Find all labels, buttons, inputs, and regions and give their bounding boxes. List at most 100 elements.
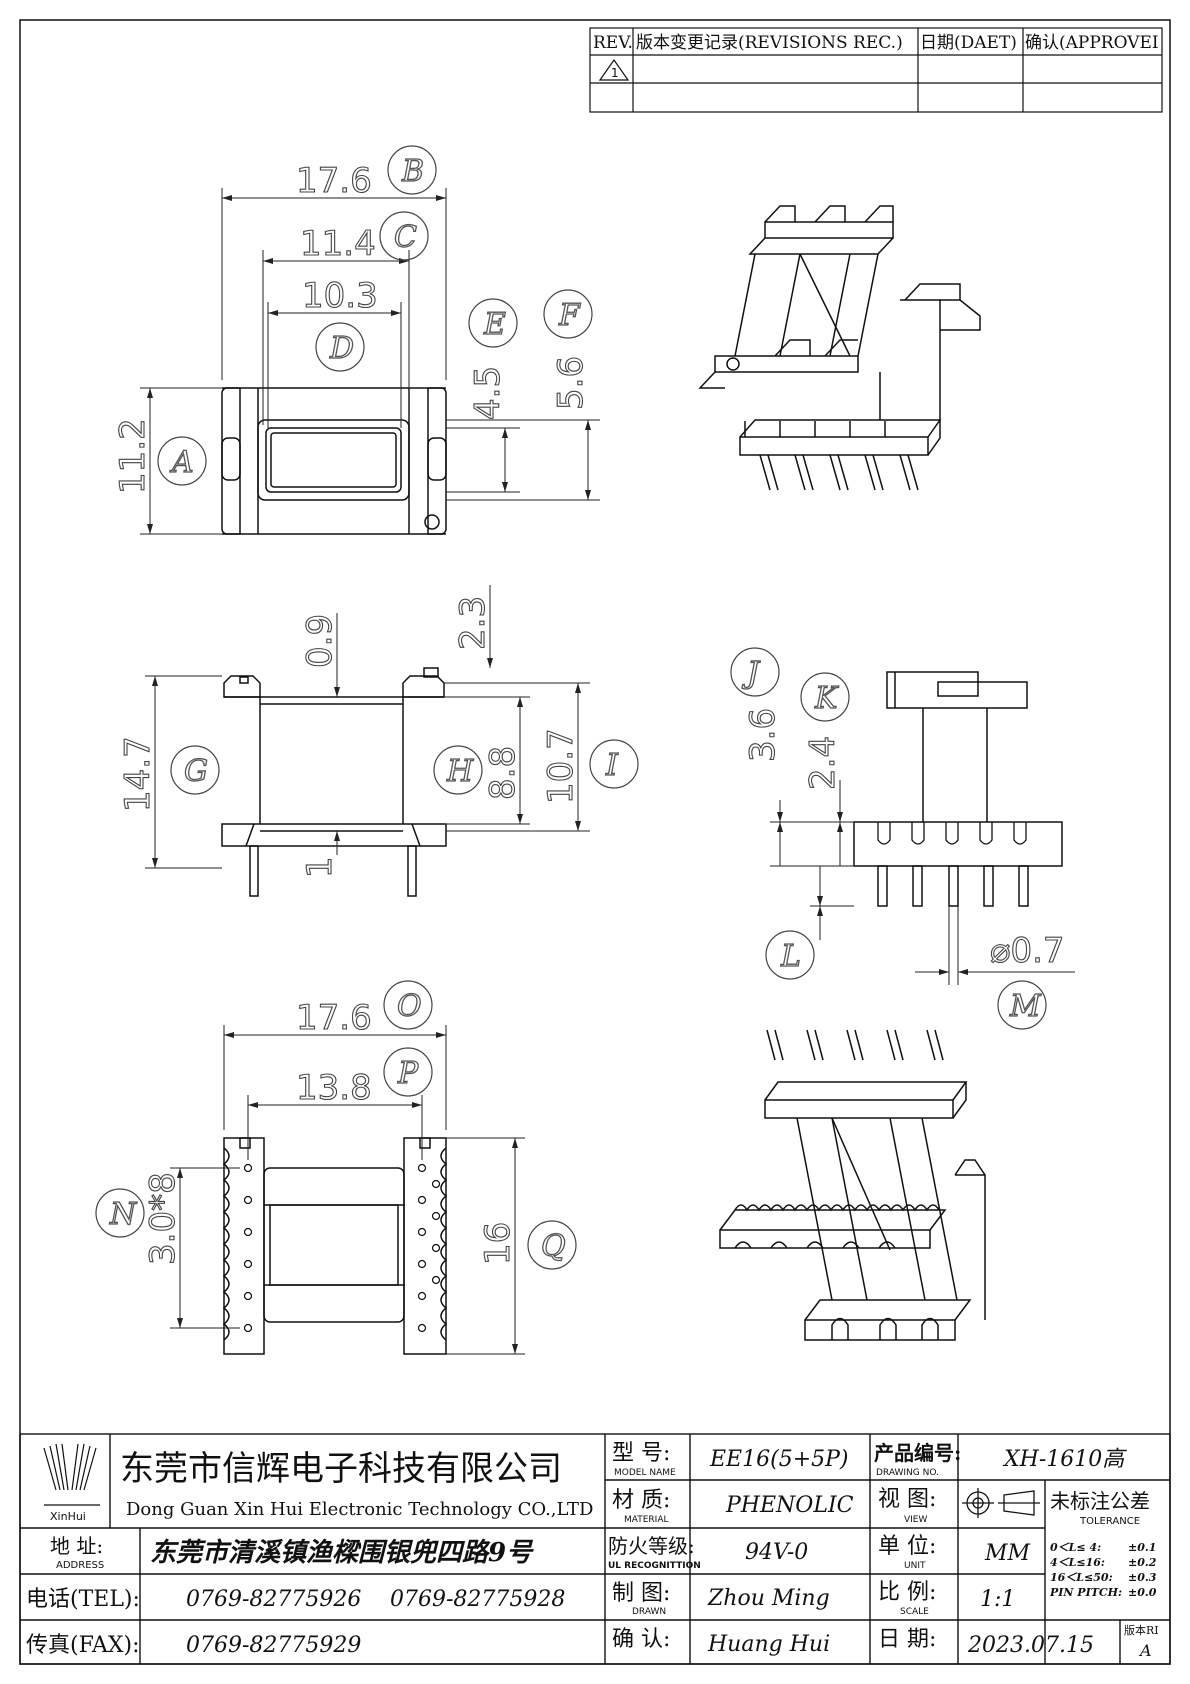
drawing-no-value: XH-1610高 — [1002, 1447, 1127, 1472]
side-view-dims — [145, 585, 590, 869]
dim-n-value: 3.0*8 — [143, 1172, 183, 1265]
fire-label-en: UL RECOGNITTION — [608, 1561, 701, 1571]
bubble-m: M — [1009, 989, 1042, 1024]
unit-value: MM — [984, 1541, 1031, 1566]
check-value: Huang Hui — [707, 1632, 830, 1657]
dim-p-value: 13.8 — [296, 1068, 372, 1108]
drawing-no-label-en: DRAWING NO. — [876, 1468, 939, 1478]
dim-o-value: 17.6 — [296, 998, 372, 1038]
revision-table — [589, 27, 1163, 113]
bottom-view — [222, 1137, 448, 1355]
logo-caption: XinHui — [50, 1510, 86, 1523]
dim-f-value: 5.6 — [551, 356, 591, 410]
end-view-dims — [770, 780, 1075, 985]
top-view-dims — [140, 188, 600, 535]
address-label: 地 址: — [50, 1534, 103, 1558]
title-block-grid — [19, 1433, 1171, 1665]
bubble-b: B — [401, 154, 424, 189]
check-label: 确 认: — [612, 1627, 670, 1652]
bubble-l: L — [780, 939, 801, 974]
bubble-j: J — [741, 656, 761, 691]
tolerance-range-2: 4＜L≤16: — [1050, 1556, 1105, 1569]
dim-e-value: 4.5 — [468, 366, 508, 420]
dim-k-value: 2.4 — [803, 736, 843, 790]
bubble-d: D — [329, 331, 354, 366]
date-label: 日 期: — [878, 1627, 936, 1652]
tel-label: 电话(TEL): — [26, 1587, 140, 1612]
date-header: 日期(DAET) — [920, 33, 1017, 53]
unit-label: 单 位: — [878, 1534, 936, 1559]
dim-23-value: 2.3 — [453, 596, 493, 650]
model-label-en: MODEL NAME — [614, 1468, 676, 1478]
dim-c-value: 11.4 — [300, 224, 376, 264]
svg-text:1: 1 — [611, 66, 619, 80]
approve-header: 确认(APPROVEI — [1025, 33, 1159, 53]
dim-1-value: 1 — [300, 856, 340, 878]
company-name-en: Dong Guan Xin Hui Electronic Technology … — [126, 1499, 593, 1520]
dim-m-value: ⌀0.7 — [990, 931, 1065, 971]
bubble-g: G — [184, 754, 208, 789]
model-value: EE16(5+5P) — [709, 1447, 849, 1472]
tolerance-range-1: 0＜L≤ 4: — [1050, 1541, 1101, 1554]
dim-i-value: 10.7 — [541, 728, 581, 804]
dim-a-value: 11.2 — [113, 418, 153, 494]
tolerance-range-3: 16＜L≤50: — [1050, 1571, 1113, 1584]
company-name-cn: 东莞市信辉电子科技有限公司 — [120, 1449, 562, 1489]
bottom-view-dims — [170, 1025, 525, 1355]
end-view — [853, 671, 1063, 907]
isometric-view-top — [698, 205, 981, 491]
rev-header: REV. — [593, 33, 633, 53]
version-value: A — [1138, 1641, 1152, 1660]
scale-label: 比 例: — [878, 1580, 936, 1605]
fax-label: 传真(FAX): — [26, 1633, 139, 1658]
dim-g-value: 14.7 — [118, 736, 158, 812]
bubble-n: N — [109, 1197, 138, 1232]
bubble-q: Q — [541, 1229, 566, 1264]
dim-h-value: 8.8 — [483, 746, 523, 800]
drawn-label: 制 图: — [612, 1581, 670, 1606]
side-view — [221, 667, 447, 897]
fax-value: 0769-82775929 — [186, 1633, 361, 1658]
revision-triangle-icon: 1 — [598, 58, 630, 81]
view-label-en: VIEW — [904, 1515, 927, 1525]
top-view — [221, 387, 447, 535]
bubble-a: A — [169, 445, 194, 480]
material-label: 材 质: — [612, 1488, 670, 1513]
unit-label-en: UNIT — [904, 1561, 926, 1571]
sheet-border — [19, 19, 1171, 1665]
tolerance-en: TOLERANCE — [1079, 1516, 1140, 1527]
view-label: 视 图: — [878, 1487, 936, 1512]
bubble-k: K — [814, 681, 839, 716]
bubble-f: F — [558, 298, 581, 333]
dim-b-value: 17.6 — [296, 161, 372, 201]
tolerance-title: 未标注公差 — [1050, 1489, 1150, 1513]
bubble-h: H — [446, 754, 474, 789]
drawing-no-label: 产品编号: — [874, 1441, 961, 1465]
bubble-i: I — [605, 748, 619, 783]
dim-q-value: 16 — [478, 1222, 518, 1265]
tolerance-value-4: ±0.0 — [1128, 1586, 1157, 1599]
material-value: PHENOLIC — [725, 1493, 854, 1518]
model-label: 型 号: — [612, 1441, 670, 1466]
label-bubbles — [95, 145, 1047, 1270]
dim-j-value: 3.6 — [743, 708, 783, 762]
xinhui-logo-icon — [43, 1443, 100, 1506]
tolerance-value-3: ±0.3 — [1128, 1571, 1157, 1584]
scale-value: 1:1 — [980, 1587, 1015, 1612]
date-value: 2023.07.15 — [967, 1633, 1094, 1658]
address-value: 东莞市清溪镇渔樑围银兜四路9号 — [150, 1538, 534, 1568]
address-label-en: ADDRESS — [56, 1560, 104, 1571]
projection-symbol-icon — [962, 1488, 1040, 1518]
dim-d-value: 10.3 — [302, 276, 378, 316]
drawn-value: Zhou Ming — [707, 1586, 830, 1611]
tolerance-value-2: ±0.2 — [1128, 1556, 1157, 1569]
fire-value: 94V-0 — [745, 1540, 808, 1565]
version-label: 版本RI — [1124, 1623, 1159, 1637]
bubble-c: C — [394, 220, 417, 255]
fire-label: 防火等级: — [608, 1534, 695, 1558]
tel-value-1: 0769-82775926 — [186, 1587, 361, 1612]
tolerance-value-1: ±0.1 — [1128, 1541, 1156, 1554]
tel-value-2: 0769-82775928 — [390, 1587, 565, 1612]
tolerance-range-4: PIN PITCH: — [1049, 1586, 1122, 1599]
